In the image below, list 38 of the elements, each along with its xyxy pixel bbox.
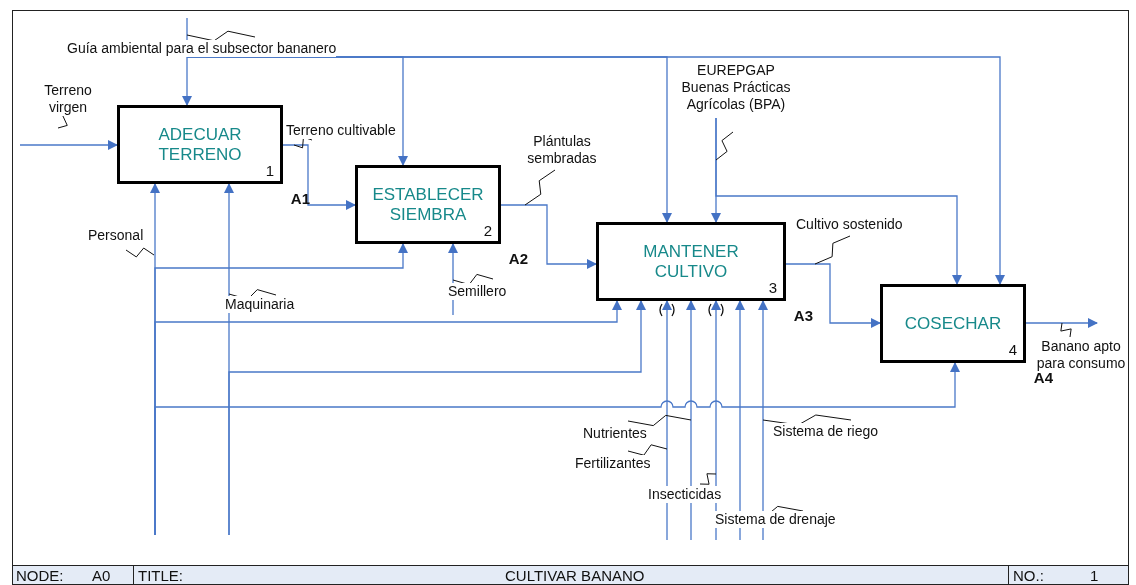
process-name: MANTENER CULTIVO <box>642 241 740 282</box>
field-label: NODE: <box>16 567 64 584</box>
arrow <box>758 300 768 541</box>
arrow <box>228 300 646 536</box>
edge-label: Sistema de riego <box>773 423 879 440</box>
node-id: A1 <box>290 190 310 207</box>
box-number: 4 <box>1008 341 1017 358</box>
arrow <box>19 140 118 150</box>
box-number: 2 <box>483 222 492 239</box>
edge-label: Guía ambiental para el subsector bananero <box>67 40 337 57</box>
field-value: A0 <box>92 567 111 584</box>
arrow <box>1025 318 1098 328</box>
arrow <box>735 300 745 541</box>
box-number: 3 <box>768 279 777 296</box>
arrow <box>500 204 597 269</box>
edge-label: Semillero <box>448 283 507 300</box>
edge-label: EUREPGAP Buenas Prácticas Agrícolas (BPA) <box>680 62 792 113</box>
arrow <box>662 300 672 541</box>
process-name: ESTABLECER SIEMBRA <box>371 184 485 225</box>
edge-label: Terreno cultivable <box>286 122 396 139</box>
process-name: ADECUAR TERRENO <box>157 124 243 165</box>
edge-label: Sistema de drenaje <box>715 511 836 528</box>
arrow <box>785 263 881 328</box>
field-value: CULTIVAR BANANO <box>505 567 645 584</box>
field-label: TITLE: <box>138 567 183 584</box>
node-id: A3 <box>793 307 813 324</box>
arrow <box>715 117 962 285</box>
box-number: 1 <box>265 162 274 179</box>
edge-label: Maquinaria <box>225 296 295 313</box>
arrow <box>154 362 960 536</box>
edge-label: Banano apto para consumo <box>1035 338 1127 372</box>
field-value: 1 <box>1090 567 1099 584</box>
arrow <box>282 144 356 210</box>
field-label: NO.: <box>1013 567 1044 584</box>
edge-label: Insecticidas <box>648 486 722 503</box>
process-name: COSECHAR <box>904 313 1002 334</box>
node-id: A2 <box>508 250 528 267</box>
arrow <box>686 300 696 541</box>
